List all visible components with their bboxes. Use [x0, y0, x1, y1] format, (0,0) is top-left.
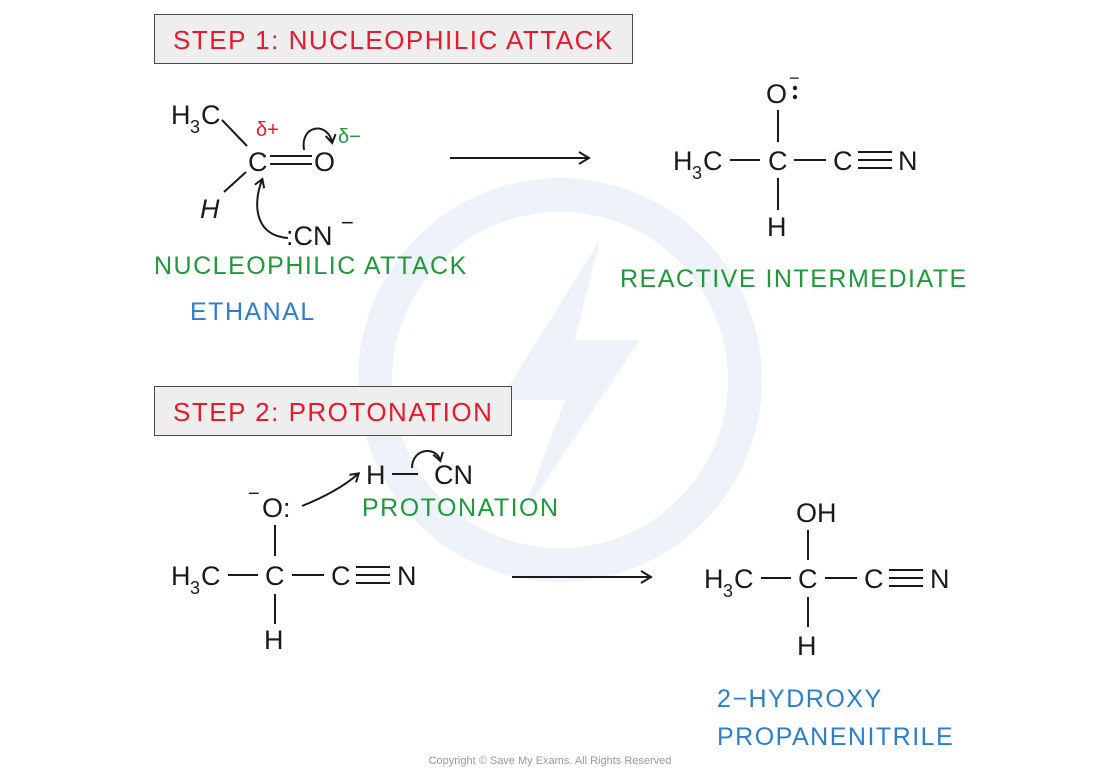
label-protonation: PROTONATION [362, 494, 560, 522]
intermediate-h3c-c: C [703, 146, 723, 176]
alkoxide-structure: − O: H 3 C C C N H H CN [171, 450, 473, 655]
alkoxide-oxygen: O: [262, 493, 291, 523]
bond-ch3-c [221, 119, 248, 147]
step2-title-box: STEP 2: PROTONATION [154, 386, 513, 436]
curly-arrow-bond-to-oxygen [302, 127, 337, 151]
alkoxide-charge: − [248, 483, 260, 505]
label-product-line1: 2−HYDROXY [717, 685, 883, 713]
hcn-cyanide: CN [434, 460, 473, 490]
step1-title: STEP 1: NUCLEOPHILIC ATTACK [173, 25, 614, 55]
alkoxide-hydrogen: H [264, 625, 284, 655]
product-structure: OH H 3 C C C N H [704, 498, 950, 661]
cyanide-nucleophile: :CN [286, 221, 333, 251]
product-h3c-sub: 3 [723, 581, 733, 601]
alkoxide-h3c-sub: 3 [190, 578, 200, 598]
ethanal-h3c-c: C [201, 100, 221, 130]
label-nucleophilic-attack: NUCLEOPHILIC ATTACK [154, 252, 468, 280]
ethanal-carbon: C [248, 147, 268, 177]
ethanal-h3c-h: H [171, 100, 191, 130]
bond-c-h [223, 171, 247, 193]
alkoxide-carbon: C [265, 561, 285, 591]
step2-title: STEP 2: PROTONATION [173, 397, 494, 427]
delta-minus-label: δ− [338, 126, 361, 148]
curly-arrow-bond-to-cn [411, 450, 444, 469]
product-h3c-c: C [734, 564, 754, 594]
copyright-notice: Copyright © Save My Exams. All Rights Re… [428, 755, 672, 767]
curly-arrow-nucleophilic-attack [254, 177, 289, 239]
intermediate-h3c-h: H [673, 146, 693, 176]
delta-plus-label: δ+ [256, 119, 279, 141]
intermediate-charge: − [789, 68, 800, 88]
product-nitrile-n: N [930, 564, 950, 594]
lone-pair-dot-1 [792, 85, 798, 91]
label-product-line2: PROPANENITRILE [717, 723, 955, 751]
alkoxide-h3c-h: H [171, 561, 191, 591]
ethanal-structure: H 3 C C O H δ+ δ− :CN − [171, 100, 361, 251]
product-h3c-h: H [704, 564, 724, 594]
lone-pair-dot-2 [792, 94, 798, 100]
intermediate-nitrile-c: C [833, 146, 853, 176]
curly-arrow-protonation [301, 472, 361, 507]
intermediate-h3c-sub: 3 [692, 163, 702, 183]
alkoxide-nitrile-n: N [397, 561, 417, 591]
step1-title-box: STEP 1: NUCLEOPHILIC ATTACK [154, 14, 633, 64]
intermediate-nitrile-n: N [898, 146, 918, 176]
label-ethanal: ETHANAL [190, 298, 316, 326]
intermediate-oxygen: O [766, 79, 787, 109]
ethanal-hydrogen: H [200, 194, 220, 224]
label-reactive-intermediate: REACTIVE INTERMEDIATE [620, 265, 968, 293]
intermediate-hydrogen: H [767, 212, 787, 242]
intermediate-carbon: C [768, 146, 788, 176]
cyanide-charge: − [341, 210, 354, 235]
ethanal-h3c-sub: 3 [190, 117, 200, 137]
ethanal-oxygen: O [314, 147, 335, 177]
product-hydroxyl: OH [796, 498, 837, 528]
hcn-hydrogen: H [366, 460, 386, 490]
product-carbon: C [798, 564, 818, 594]
alkoxide-h3c-c: C [201, 561, 221, 591]
product-nitrile-c: C [864, 564, 884, 594]
watermark-logo [358, 178, 762, 582]
alkoxide-nitrile-c: C [331, 561, 351, 591]
intermediate-structure: O − H 3 C C C N H [673, 68, 918, 242]
product-hydrogen: H [797, 631, 817, 661]
